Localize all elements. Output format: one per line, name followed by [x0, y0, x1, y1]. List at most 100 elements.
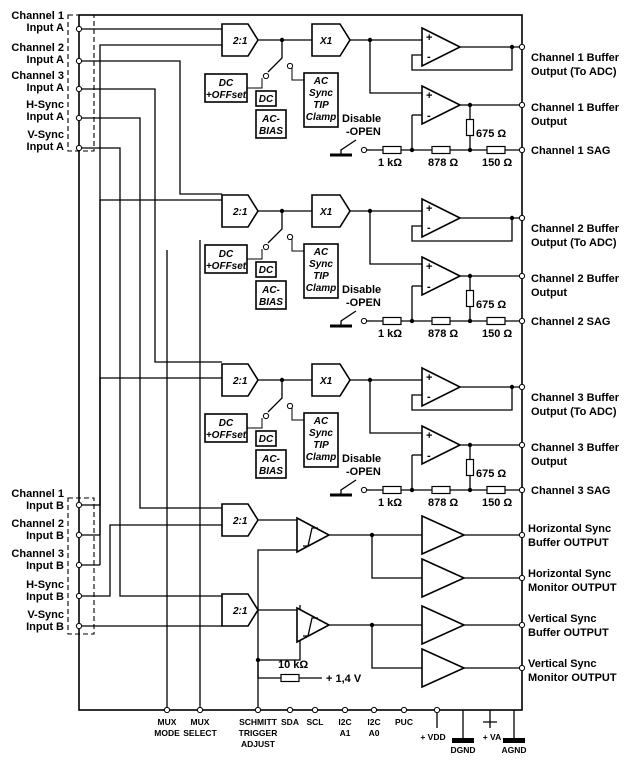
pin-label-line2: TRIGGER — [239, 728, 278, 738]
input-label-line2: Input A — [27, 22, 65, 34]
sync-buffer-label-line1: Horizontal Sync — [528, 523, 611, 535]
resistor-675 — [465, 105, 475, 150]
open-label: -OPEN — [346, 126, 381, 138]
pin-label-line3: ADJUST — [241, 739, 276, 749]
schmitt-r-label: 10 kΩ — [278, 659, 308, 671]
clamp-box — [303, 243, 339, 299]
buffer-output-line2: Output — [531, 456, 567, 468]
resistor-675 — [465, 445, 475, 490]
r2-label: 878 Ω — [428, 328, 458, 340]
dc-label: DC — [259, 265, 274, 276]
x1-buffer — [311, 23, 351, 57]
minus-sign: - — [427, 450, 431, 462]
sag-label: Channel 2 SAG — [531, 316, 610, 328]
ac-bias-line1: AC- — [261, 454, 280, 465]
ac-bias-box — [255, 449, 287, 479]
terminal — [360, 146, 368, 154]
terminal — [286, 706, 294, 714]
adc-output-line2: Output (To ADC) — [531, 237, 617, 249]
x1-buffer — [311, 194, 351, 228]
terminal — [360, 317, 368, 325]
r4-label: 675 Ω — [476, 468, 506, 480]
resistor-10k — [258, 673, 322, 683]
junction-dot — [467, 487, 473, 493]
buffer-output-amp — [421, 424, 462, 466]
adc-output-amp — [421, 197, 462, 239]
sync-monitor-label-line2: Monitor OUTPUT — [528, 672, 617, 684]
dc-offset-line2: +OFFset — [206, 430, 247, 441]
vdd-label: + VDD — [420, 732, 445, 742]
open-label: -OPEN — [346, 297, 381, 309]
resistor-1k — [372, 145, 412, 155]
adc-output-line2: Output (To ADC) — [531, 66, 617, 78]
pin-label-line2: A1 — [340, 728, 351, 738]
clamp-line2: Sync — [309, 428, 333, 439]
dc-offset-box — [204, 244, 248, 274]
resistor-878 — [412, 485, 470, 495]
sync-mux-block — [221, 503, 259, 537]
terminal — [518, 383, 526, 391]
sync-buffer-label-line2: Buffer OUTPUT — [528, 627, 609, 639]
adc-output-amp — [421, 26, 462, 68]
terminal — [433, 706, 441, 714]
plus-sign: + — [426, 372, 432, 384]
resistor-1k — [372, 485, 412, 495]
clamp-line3: TIP — [313, 440, 329, 451]
buffer-output-amp — [421, 84, 462, 126]
mux-block — [221, 363, 259, 397]
plus-sign: + — [426, 430, 432, 442]
terminal — [518, 441, 526, 449]
terminal — [286, 402, 294, 410]
sync-mux-block — [221, 593, 259, 627]
junction-dot — [467, 147, 473, 153]
dc-box — [255, 90, 277, 107]
r2-label: 878 Ω — [428, 157, 458, 169]
terminal — [75, 561, 83, 569]
terminal — [75, 25, 83, 33]
adc-output-line1: Channel 3 Buffer — [531, 392, 620, 404]
pin-label-line1: I2C — [338, 717, 351, 727]
input-label-line1: Channel 1 — [11, 10, 64, 22]
x1-label: X1 — [319, 207, 333, 218]
buffer-output-line1: Channel 3 Buffer — [531, 442, 620, 454]
terminal — [75, 57, 83, 65]
chip-outline — [78, 14, 523, 711]
junction-dot — [409, 487, 415, 493]
sag-label: Channel 3 SAG — [531, 485, 610, 497]
dc-box — [255, 261, 277, 278]
mux-label: 2:1 — [232, 207, 248, 218]
r1-label: 1 kΩ — [378, 328, 402, 340]
sync-buffer-label-line1: Vertical Sync — [528, 613, 597, 625]
minus-sign: - — [427, 110, 431, 122]
clamp-line2: Sync — [309, 259, 333, 270]
input-a-group — [67, 14, 95, 152]
terminal — [518, 664, 526, 672]
mux-block — [221, 194, 259, 228]
input-label-line1: H-Sync — [26, 99, 64, 111]
dc-offset-line2: +OFFset — [206, 90, 247, 101]
pin-label-line2: SELECT — [183, 728, 217, 738]
terminal — [286, 233, 294, 241]
resistor-1k — [372, 316, 412, 326]
bottom-pin-8: PUC — [395, 706, 413, 727]
terminal — [518, 317, 526, 325]
terminal — [262, 412, 270, 420]
adc-output-line1: Channel 1 Buffer — [531, 52, 620, 64]
clamp-box — [303, 412, 339, 468]
r1-label: 1 kΩ — [378, 157, 402, 169]
pin-label-line1: MUX — [158, 717, 177, 727]
input-label-line2: Input A — [27, 82, 65, 94]
sync-mux-label: 2:1 — [232, 516, 248, 527]
terminal — [360, 486, 368, 494]
dgnd-label: DGND — [450, 745, 475, 755]
input-label-line1: Channel 2 — [11, 518, 64, 530]
terminal — [262, 72, 270, 80]
